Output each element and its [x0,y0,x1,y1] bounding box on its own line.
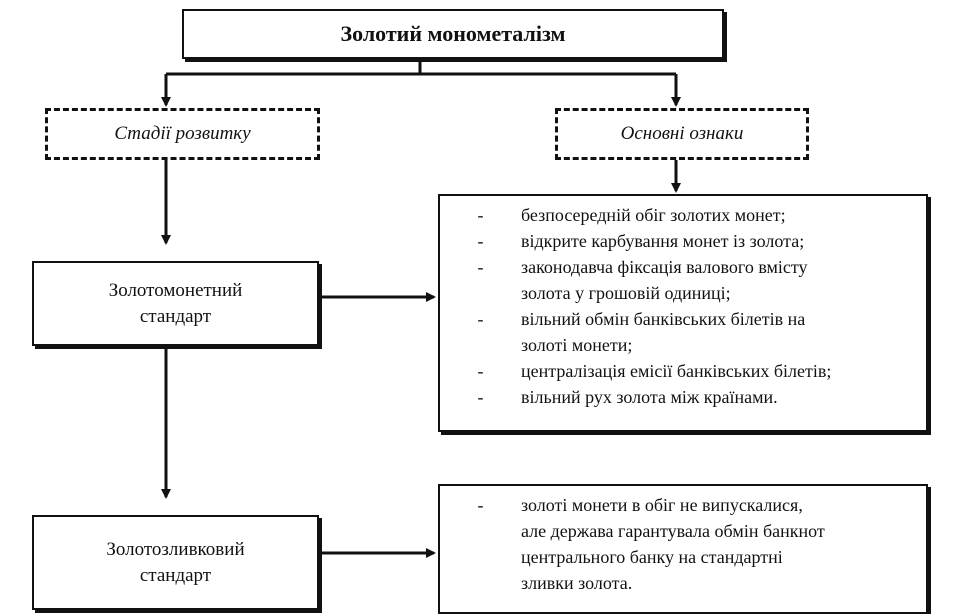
features-label: Основні ознаки [620,123,744,144]
list-item-text: безпосередній обіг золотих монет; [521,205,786,225]
list-item-text: золоті монети в обіг не випускалися, [521,495,803,515]
stages-of-development-box: Стадії розвитку [45,108,320,160]
list-item-text: зливки золота. [521,573,633,593]
gold-coin-features-list-box: - безпосередній обіг золотих монет; - ві… [438,194,928,432]
list-item-text: законодавча фіксація валового вмісту [521,257,808,277]
list-item-text: але держава гарантувала обмін банкнот [521,521,825,541]
list-item: - безпосередній обіг золотих монет; [440,202,916,228]
list-item-text: відкрите карбування монет із золота; [521,231,805,251]
list-item-text: центрального банку на стандартні [521,547,783,567]
list-item: - законодавча фіксація валового вмісту з… [440,254,916,306]
stage1-line2: стандарт [139,305,212,327]
gold-bullion-features-list: - золоті монети в обіг не випускалися, а… [440,492,916,596]
dash-bullet: - [477,205,484,225]
list-item: - вільний обмін банківських білетів на з… [440,306,916,358]
connector-lines [161,59,681,558]
stage1-line1: Золотомонетний [108,279,243,301]
list-item-text: золоті монети; [521,335,633,355]
list-item-text: централізація емісії банківських білетів… [521,361,832,381]
dash-bullet: - [477,231,484,251]
list-item: - централізація емісії банківських білет… [440,358,916,384]
diagram-title: Золотий монометалізм [340,21,566,46]
list-item: - золоті монети в обіг не випускалися, а… [440,492,916,596]
gold-bullion-features-list-box: - золоті монети в обіг не випускалися, а… [438,484,928,614]
dash-bullet: - [477,257,484,277]
list-item: - відкрите карбування монет із золота; [440,228,916,254]
list-item-text: вільний рух золота між країнами. [521,387,778,407]
dash-bullet: - [477,495,484,515]
dash-bullet: - [477,361,484,381]
list-item-text: золота у грошовій одиниці; [521,283,731,303]
stage2-line1: Золотозливковий [106,538,245,560]
gold-coin-standard-box: Золотомонетний стандарт [32,261,319,346]
main-features-box: Основні ознаки [555,108,809,160]
dash-bullet: - [477,387,484,407]
stages-label: Стадії розвитку [114,123,251,144]
title-box: Золотий монометалізм [182,9,724,59]
stage2-line2: стандарт [139,564,212,586]
dash-bullet: - [477,309,484,329]
list-item-text: вільний обмін банківських білетів на [521,309,806,329]
gold-coin-features-list: - безпосередній обіг золотих монет; - ві… [440,202,916,410]
list-item: - вільний рух золота між країнами. [440,384,916,410]
